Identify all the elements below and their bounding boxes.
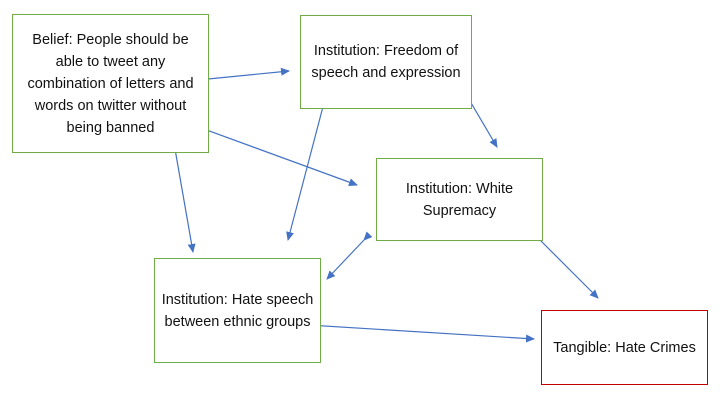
white-supremacy-node-text: Institution: White Supremacy: [405, 180, 514, 219]
arrow-white-supremacy-hate-speech-bidirectional: [326, 231, 373, 280]
hate-crimes-node-text: Tangible: Hate Crimes: [553, 339, 696, 356]
hate-speech-node-text: Institution: Hate speech between ethnic …: [161, 291, 314, 330]
freedom-of-speech-node: Institution: Freedom of speech and expre…: [300, 15, 472, 109]
hate-crimes-node: Tangible: Hate Crimes: [541, 310, 708, 385]
arrow-freedom-to-hate-speech: [286, 98, 326, 241]
arrow-belief-to-hate-speech: [174, 148, 196, 253]
arrow-belief-to-freedom: [207, 67, 290, 80]
hate-speech-node: Institution: Hate speech between ethnic …: [154, 258, 321, 363]
freedom-of-speech-node-text: Institution: Freedom of speech and expre…: [311, 43, 461, 81]
arrow-belief-to-white-supremacy: [192, 124, 358, 187]
belief-node: Belief: People should be able to tweet a…: [12, 14, 209, 153]
arrow-hate-speech-to-hate-crimes: [291, 323, 535, 343]
white-supremacy-node: Institution: White Supremacy: [376, 158, 543, 241]
belief-node-text: Belief: People should be able to tweet a…: [27, 31, 194, 136]
